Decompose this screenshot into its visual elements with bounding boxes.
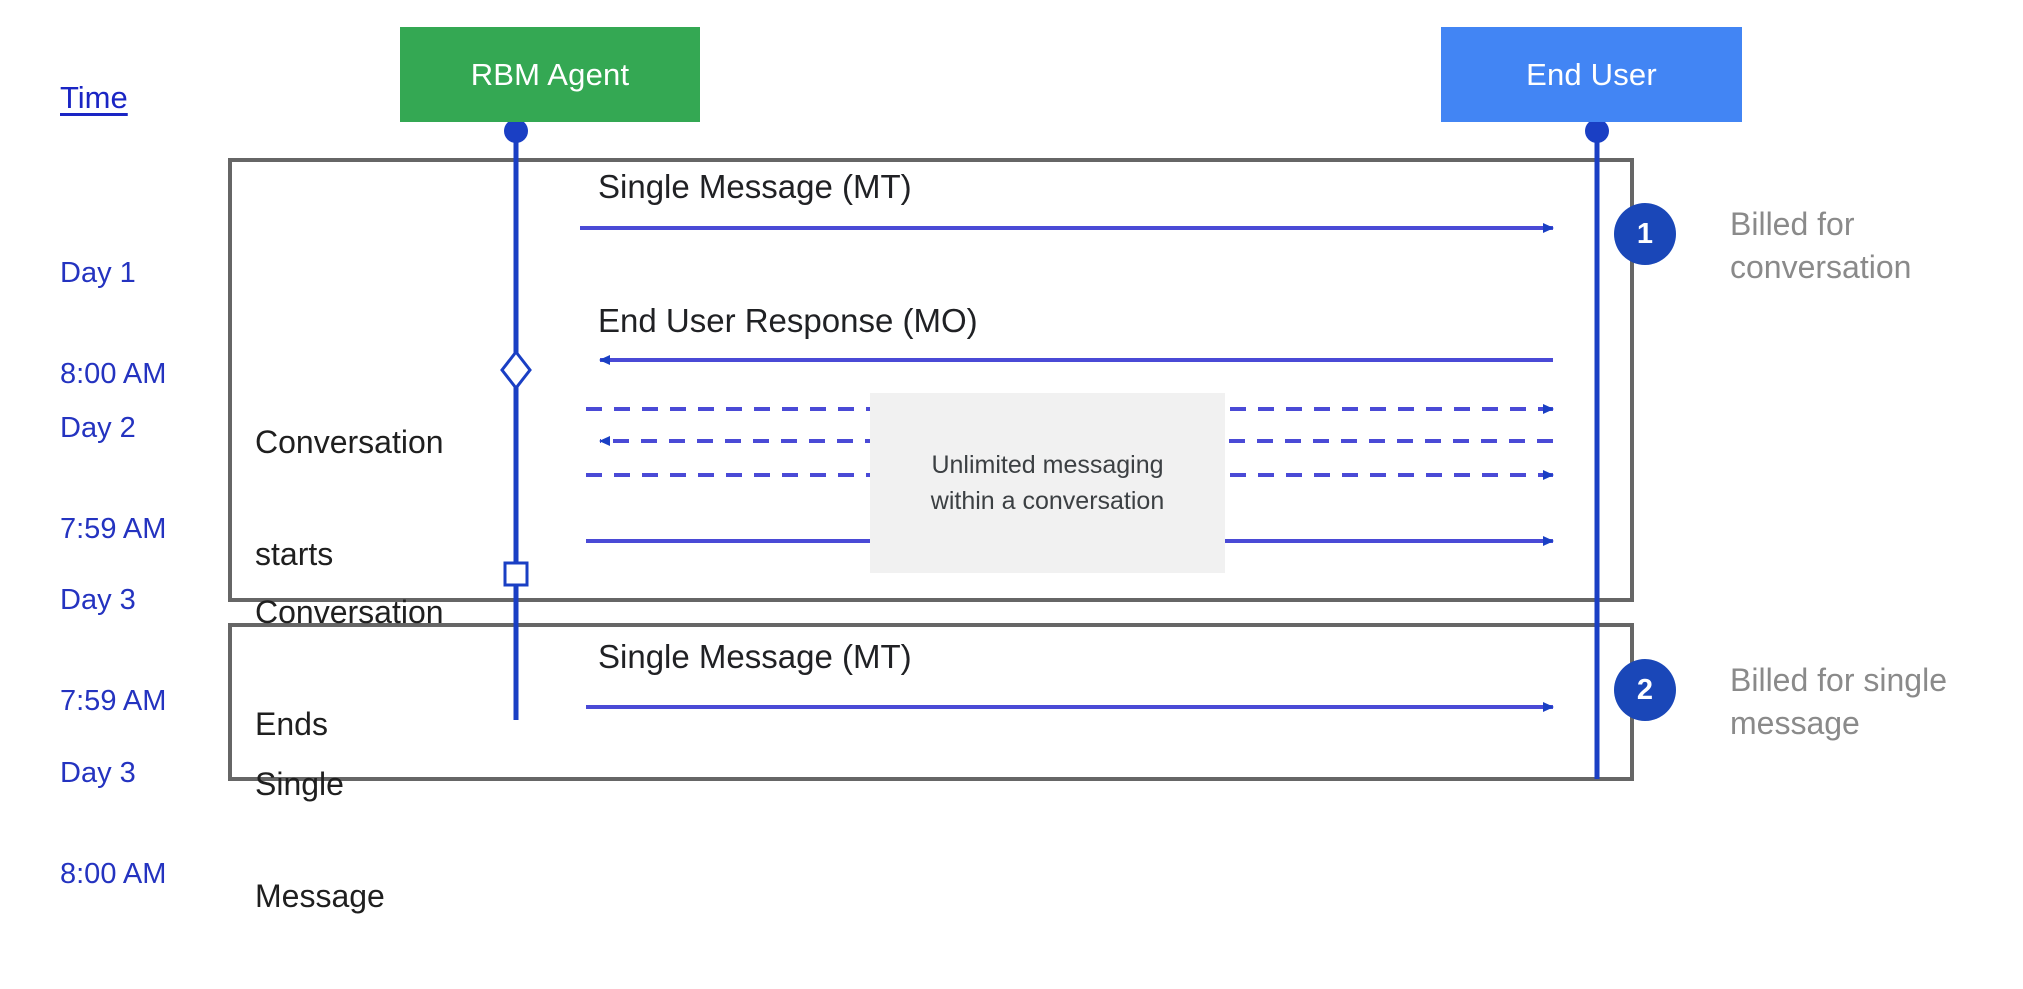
- timestamp-day2-day: Day 2: [60, 412, 136, 445]
- note-unlimited-messaging-line1: Unlimited messaging: [931, 450, 1164, 479]
- timestamp-day3-end-day: Day 3: [60, 584, 136, 617]
- stage-conversation-ends-line2: Ends: [255, 705, 328, 742]
- stage-conversation-starts: Conversation starts: [255, 350, 444, 647]
- timestamp-day3-single-day: Day 3: [60, 757, 136, 790]
- lifeline-head-end-user: [1585, 119, 1609, 143]
- message-label-single-message-mt-1: Single Message (MT): [598, 168, 912, 205]
- actor-box-rbm-agent[interactable]: RBM Agent: [400, 27, 700, 122]
- actor-box-end-user[interactable]: End User: [1441, 27, 1742, 122]
- timestamp-day3-single-time: 8:00 AM: [60, 858, 167, 891]
- timestamp-day1-time: 8:00 AM: [60, 358, 167, 391]
- conversation-frame: [228, 158, 1634, 602]
- stage-conversation-starts-line1: Conversation: [255, 424, 444, 461]
- timestamp-day3-end: Day 3 7:59 AM: [60, 517, 166, 786]
- message-label-single-message-mt-2: Single Message (MT): [598, 638, 912, 675]
- callout-caption-2-line1: Billed for single: [1730, 662, 1947, 698]
- timestamp-day3-end-time: 7:59 AM: [60, 685, 167, 718]
- actor-label-end-user: End User: [1526, 56, 1657, 92]
- callout-caption-1: Billed for conversation: [1730, 203, 2010, 289]
- callout-caption-2-line2: message: [1730, 705, 1860, 742]
- callout-badge-1[interactable]: 1: [1614, 203, 1676, 265]
- note-unlimited-messaging: Unlimited messaging within a conversatio…: [870, 393, 1225, 573]
- stage-conversation-ends-line1: Conversation: [255, 594, 444, 631]
- conversation-end-marker: [503, 561, 529, 587]
- sequence-diagram: RBM Agent End User Time Day 1 8:00 AM Da…: [60, 27, 2020, 914]
- stage-single-message: Single Message: [255, 692, 385, 989]
- message-label-end-user-response-mo: End User Response (MO): [598, 302, 978, 339]
- stage-single-message-line1: Single: [255, 766, 344, 803]
- stage-conversation-starts-line2: starts: [255, 535, 334, 572]
- stage-conversation-ends: Conversation Ends: [255, 520, 444, 817]
- timestamp-day1-day: Day 1: [60, 257, 136, 290]
- timestamp-day2-time: 7:59 AM: [60, 513, 167, 546]
- callout-badge-2[interactable]: 2: [1614, 659, 1676, 721]
- conversation-start-marker: [500, 349, 532, 391]
- time-column-header: Time: [60, 80, 128, 115]
- callout-caption-1-line1: Billed for: [1730, 206, 1855, 242]
- actor-label-rbm-agent: RBM Agent: [470, 56, 630, 92]
- lifeline-head-rbm-agent: [504, 119, 528, 143]
- timestamp-day1: Day 1 8:00 AM: [60, 190, 166, 459]
- note-unlimited-messaging-line2: within a conversation: [930, 487, 1165, 515]
- timestamp-day3-single: Day 3 8:00 AM: [60, 690, 166, 959]
- timestamp-day2: Day 2 7:59 AM: [60, 345, 166, 614]
- stage-single-message-line2: Message: [255, 877, 385, 914]
- callout-caption-2: Billed for single message: [1730, 659, 2020, 745]
- callout-caption-1-line2: conversation: [1730, 249, 1912, 286]
